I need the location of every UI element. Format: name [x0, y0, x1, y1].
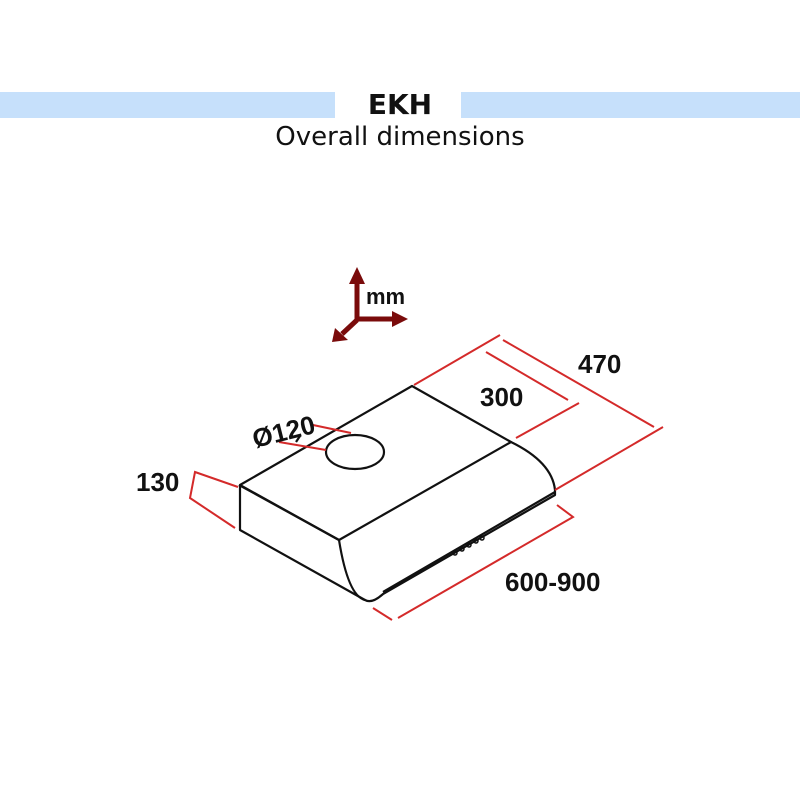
duct-outlet [324, 433, 386, 471]
page-subtitle: Overall dimensions [275, 122, 525, 152]
height-label: 130 [136, 467, 179, 497]
hood-outline [238, 384, 557, 603]
axes-icon [332, 267, 408, 342]
chimney-depth-label: 300 [480, 382, 523, 412]
dimension-lines [188, 334, 664, 621]
control-buttons [452, 535, 485, 556]
model-title: EKH [367, 88, 433, 121]
unit-label: mm [366, 284, 405, 309]
header-band-left [0, 92, 335, 118]
width-label: 600-900 [505, 567, 600, 597]
depth-label: 470 [578, 349, 621, 379]
header-band-right [461, 92, 800, 118]
